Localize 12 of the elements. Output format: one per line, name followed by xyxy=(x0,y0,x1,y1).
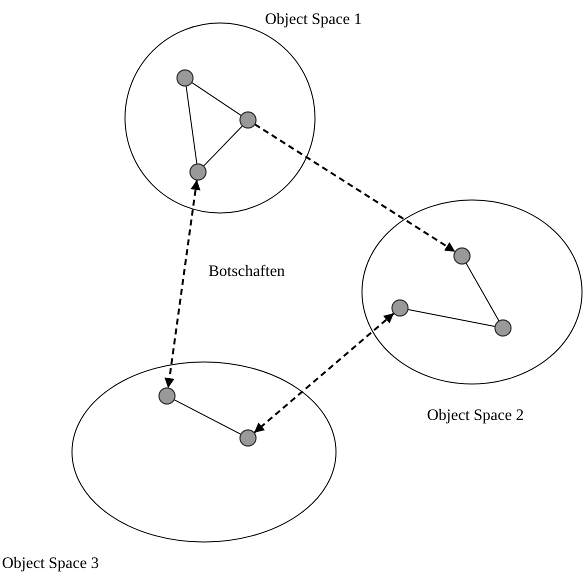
dashed-arrow xyxy=(253,312,395,434)
connector-line xyxy=(203,125,243,167)
connector-line xyxy=(186,85,198,165)
dashed-arrow xyxy=(254,123,456,253)
connector-line xyxy=(407,309,496,327)
connector-line xyxy=(174,399,242,435)
space-title: Object Space 1 xyxy=(265,10,362,30)
connector-line xyxy=(191,82,242,116)
connector-line xyxy=(466,262,500,322)
space-title: Object Space 3 xyxy=(2,554,99,574)
dashed-arrow xyxy=(164,180,200,388)
space-title: Object Space 2 xyxy=(427,406,524,426)
